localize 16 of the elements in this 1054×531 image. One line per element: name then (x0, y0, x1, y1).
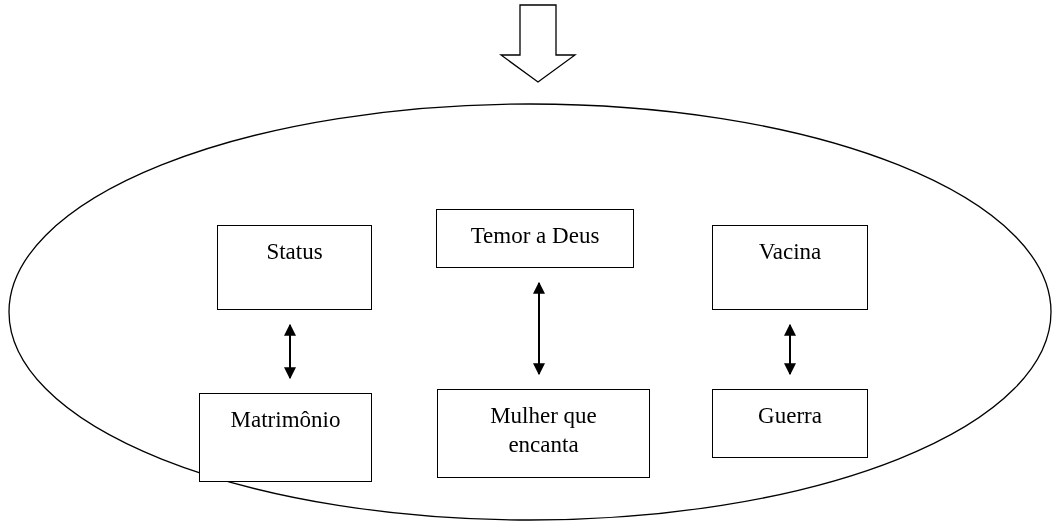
block-arrow (499, 4, 577, 83)
text-box (712, 389, 868, 458)
text-box (199, 393, 372, 482)
box-label: Temor a Deus (470, 222, 600, 250)
box-label: Mulher que encanta (489, 402, 598, 459)
box-label: Guerra (758, 402, 822, 430)
text-box (437, 389, 650, 478)
box-label: Vacina (758, 238, 822, 266)
text-box (217, 225, 372, 310)
box-label: Status (266, 238, 323, 266)
text-box (712, 225, 868, 310)
double-arrow (784, 323, 796, 376)
double-arrow (533, 281, 545, 376)
double-arrow (284, 323, 296, 380)
box-label: Matrimônio (230, 406, 341, 434)
text-box (436, 209, 634, 268)
